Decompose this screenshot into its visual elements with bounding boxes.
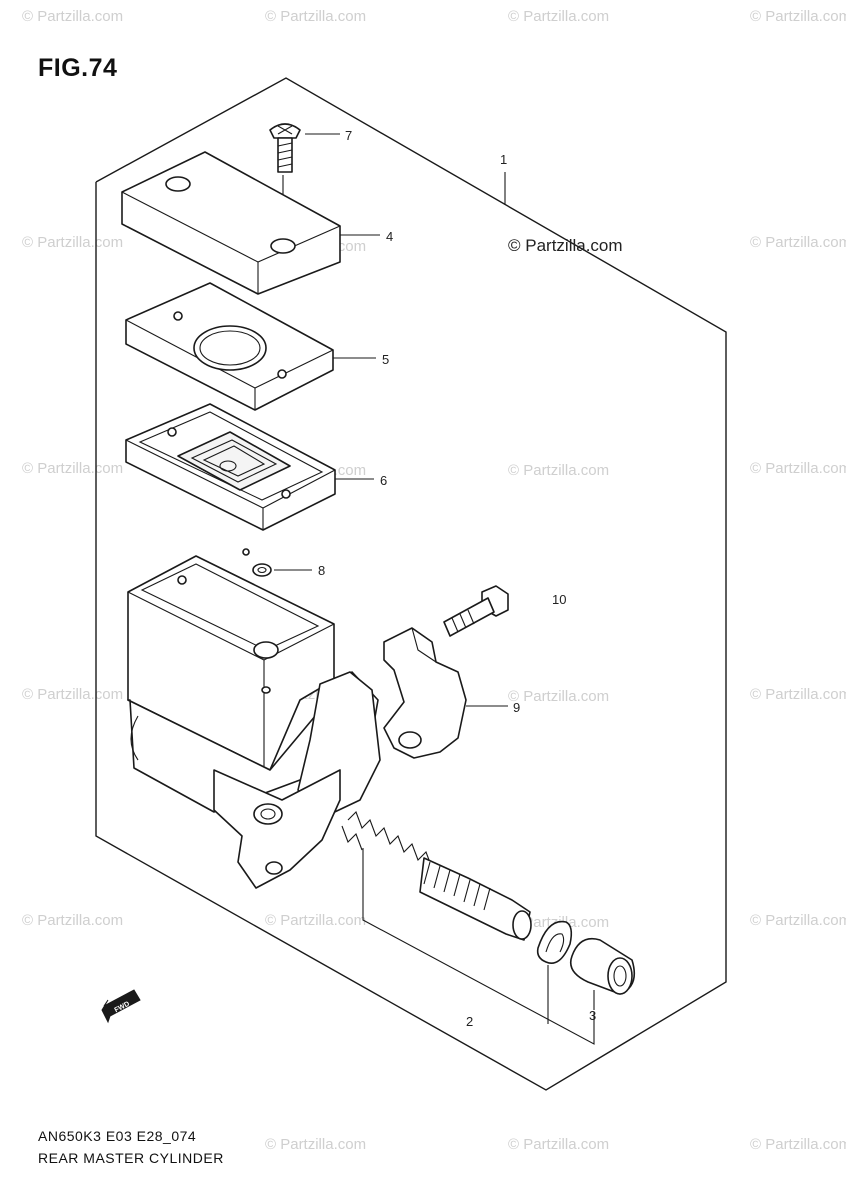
watermark: © Partzilla.com	[265, 912, 367, 929]
fwd-arrow-icon: FWD	[101, 989, 141, 1024]
callout-5: 5	[382, 352, 390, 367]
copyright-notice: © Partzilla.com	[508, 236, 623, 255]
watermark: © Partzilla.com	[22, 912, 124, 929]
callout-2: 2	[466, 1014, 474, 1029]
reservoir-cap-4	[121, 151, 341, 295]
boot-3	[569, 937, 636, 995]
screw-7	[269, 123, 301, 173]
callout-8: 8	[318, 563, 326, 578]
watermark: © Partzilla.com	[508, 688, 610, 705]
callout-10: 10	[552, 592, 567, 607]
watermark: © Partzilla.com	[508, 8, 610, 25]
callout-1: 1	[500, 152, 508, 167]
master-cylinder-body	[127, 555, 381, 889]
leader-line-2	[362, 848, 595, 1045]
watermark: © Partzilla.com	[265, 8, 367, 25]
assembly-outline	[95, 77, 727, 1091]
callout-6: 6	[380, 473, 388, 488]
watermark: © Partzilla.com	[750, 912, 846, 929]
watermark: © Partzilla.com	[508, 1136, 610, 1153]
callout-3: 3	[589, 1008, 597, 1023]
bolt-10	[443, 585, 509, 637]
diaphragm-plate-5	[125, 282, 334, 411]
clamp-9	[383, 627, 467, 759]
watermark: © Partzilla.com	[508, 462, 610, 479]
piston-kit-2	[341, 811, 532, 941]
watermark: © Partzilla.com	[22, 460, 124, 477]
callout-7: 7	[345, 128, 353, 143]
callout-9: 9	[513, 700, 521, 715]
watermark: © Partzilla.com	[750, 686, 846, 703]
figure-title: FIG.74	[38, 54, 118, 82]
diagram-title: REAR MASTER CYLINDER	[38, 1150, 224, 1166]
watermark: © Partzilla.com	[750, 234, 846, 251]
watermark: © Partzilla.com	[265, 1136, 367, 1153]
watermark: © Partzilla.com	[22, 686, 124, 703]
watermark: © Partzilla.com	[750, 1136, 846, 1153]
circlip	[536, 920, 573, 964]
callout-4: 4	[386, 229, 394, 244]
diaphragm-6	[125, 403, 336, 531]
watermark: © Partzilla.com	[22, 234, 124, 251]
o-ring-8	[242, 548, 272, 577]
watermark: © Partzilla.com	[750, 460, 846, 477]
watermark: © Partzilla.com	[22, 8, 124, 25]
watermark: © Partzilla.com	[750, 8, 846, 25]
diagram-code: AN650K3 E03 E28_074	[38, 1128, 197, 1144]
